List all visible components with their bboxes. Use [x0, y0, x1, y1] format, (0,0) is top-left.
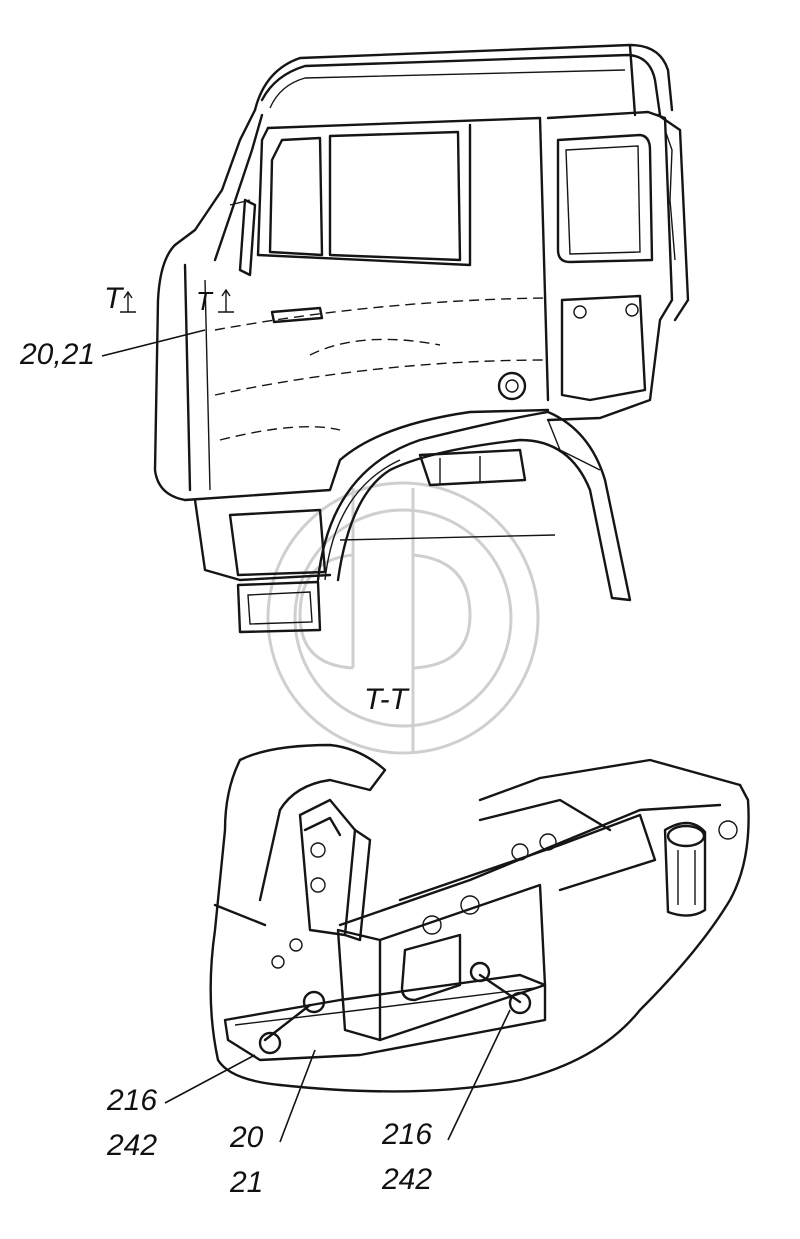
section-title: T-T	[364, 683, 408, 716]
callout-mid-21: 21	[230, 1166, 264, 1199]
section-arrow-icon	[120, 288, 234, 313]
leader-lines	[101, 329, 511, 1143]
callout-left-216: 216	[107, 1084, 158, 1117]
callout-right-242: 242	[382, 1163, 433, 1196]
circle-logo-watermark	[266, 481, 540, 755]
callout-mid-20: 20	[230, 1121, 264, 1154]
section-marker-left: T	[104, 282, 123, 315]
callout-right-216: 216	[382, 1118, 433, 1151]
section-detail-drawing	[209, 743, 750, 1093]
callout-left-242: 242	[107, 1129, 158, 1162]
truck-cab-drawing	[153, 43, 690, 634]
section-marker-right: T	[196, 286, 212, 316]
callout-cab-ref: 20,21	[20, 338, 96, 371]
